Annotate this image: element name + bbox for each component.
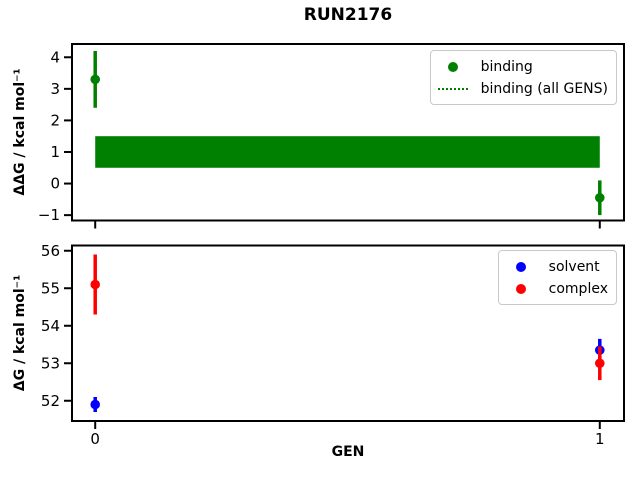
legend-bottom-plot: solvent complex [497, 250, 617, 305]
data-point-solvent-gen0 [90, 399, 101, 410]
legend-handle [437, 87, 468, 90]
x-tick-label: 0 [90, 430, 100, 448]
y-tick-label: 53 [41, 354, 60, 372]
plot-frame-1 [71, 244, 625, 422]
y-tick-label: 56 [41, 242, 60, 260]
solvent-marker-icon [515, 261, 526, 272]
data-point-complex-gen1 [594, 358, 605, 369]
legend-item-binding: binding [438, 57, 608, 76]
y-tick-label: 54 [41, 317, 60, 335]
legend-handle [506, 261, 536, 272]
data-point-binding-gen0 [90, 74, 101, 85]
legend-item-complex: complex [506, 279, 608, 298]
legend-label-complex: complex [548, 280, 608, 297]
y-tick-label: −1 [38, 206, 60, 224]
y-axis-label-bottom: ΔG / kcal mol⁻¹ [12, 274, 28, 392]
legend-label-solvent: solvent [548, 258, 600, 275]
legend-handle [438, 61, 468, 72]
complex-marker-icon [515, 283, 526, 294]
legend-top-plot: binding binding (all GENS) [429, 50, 617, 105]
y-axis-label-top: ΔΔG / kcal mol⁻¹ [12, 68, 28, 196]
y-tick-label: 55 [41, 279, 60, 297]
data-point-binding-gen1 [594, 192, 605, 203]
legend-item-solvent: solvent [506, 257, 608, 276]
binding-all-gens-dotted-line-icon [437, 87, 468, 90]
x-tick-label: 1 [595, 430, 605, 448]
data-point-complex-gen0 [90, 279, 101, 290]
plot-frame-0 [71, 43, 625, 222]
binding-marker-icon [447, 61, 458, 72]
x-axis-label: GEN [331, 444, 365, 460]
figure-title: RUN2176 [303, 5, 393, 25]
y-tick-label: 1 [50, 143, 60, 161]
y-tick-label: 0 [50, 175, 60, 193]
y-tick-label: 2 [50, 111, 60, 129]
legend-label-binding: binding [480, 58, 533, 75]
legend-handle [506, 283, 536, 294]
y-tick-label: 4 [50, 48, 60, 66]
y-tick-label: 52 [41, 392, 60, 410]
y-tick-label: 3 [50, 80, 60, 98]
legend-label-binding-all-gens: binding (all GENS) [480, 80, 608, 97]
band-binding-all-gens [95, 136, 600, 168]
legend-item-binding-all-gens: binding (all GENS) [437, 79, 608, 98]
